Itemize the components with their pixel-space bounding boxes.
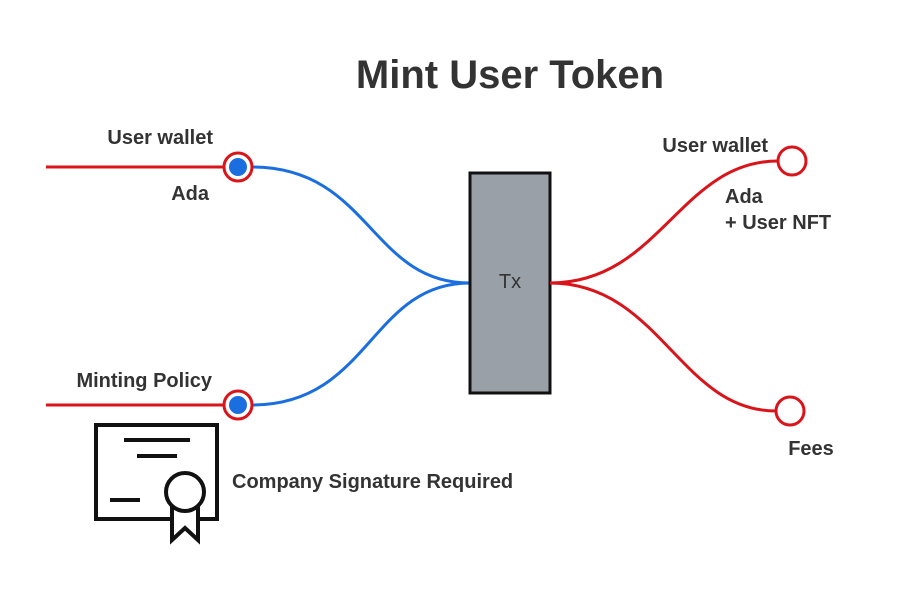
output-fees-curve — [549, 281, 777, 413]
output-wallet-curve — [549, 159, 779, 285]
input-wallet-node[interactable] — [222, 151, 254, 183]
input-policy-node[interactable] — [222, 389, 254, 421]
certificate-icon — [94, 423, 219, 545]
output-wallet-nft: + User NFT — [725, 212, 831, 234]
input-policy-label: Minting Policy — [76, 370, 212, 392]
output-wallet-asset: Ada — [725, 186, 764, 208]
output-wallet-node[interactable] — [776, 145, 808, 177]
diagram-title: Mint User Token — [356, 53, 664, 97]
input-policy-curve — [251, 281, 471, 407]
output-wallet-label: User wallet — [662, 135, 768, 157]
input-wallet-asset: Ada — [171, 183, 210, 205]
tx-box[interactable] — [468, 171, 552, 395]
tx-label: Tx — [499, 271, 521, 293]
input-wallet-label: User wallet — [107, 127, 213, 149]
output-fees-label: Fees — [788, 438, 834, 460]
signature-note: Company Signature Required — [232, 471, 513, 493]
output-fees-node[interactable] — [774, 395, 806, 427]
input-wallet-curve — [251, 165, 471, 285]
